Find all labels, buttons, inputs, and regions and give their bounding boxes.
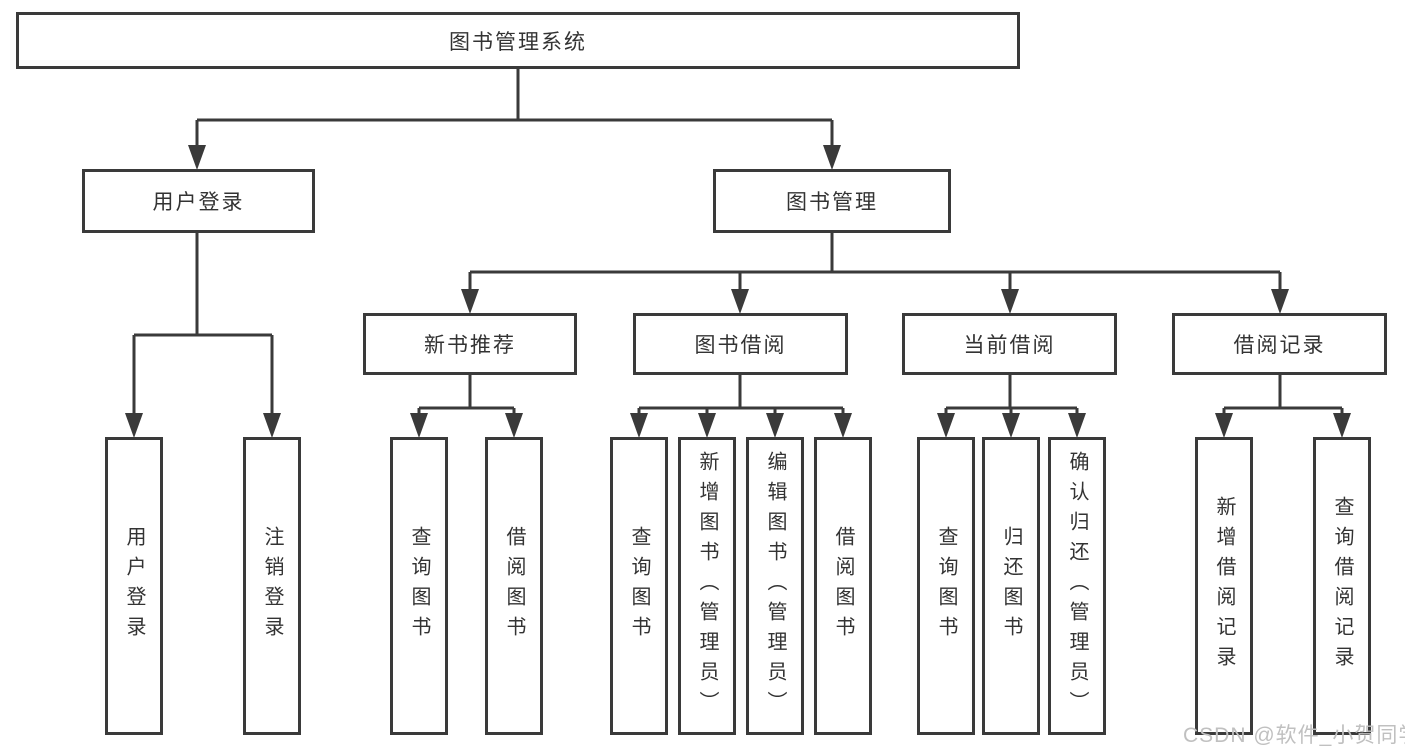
node-book-management: 图书管理: [713, 169, 951, 233]
node-borrowing-records: 借阅记录: [1172, 313, 1387, 375]
node-label: 图书管理系统: [449, 30, 587, 54]
node-label: 借阅图书: [832, 526, 854, 646]
node-label: 注销登录: [261, 526, 283, 646]
node-user-login: 用户登录: [82, 169, 315, 233]
leaf-add-borrow-record: 新增借阅记录: [1195, 437, 1253, 735]
leaf-edit-books-admin: 编辑图书（管理员）: [746, 437, 804, 735]
node-label: 新增图书（管理员）: [696, 451, 718, 721]
node-label: 归还图书: [1000, 526, 1022, 646]
node-book-borrowing: 图书借阅: [633, 313, 848, 375]
connector-path: [132, 69, 1344, 414]
node-label: 编辑图书（管理员）: [764, 451, 786, 721]
node-label: 图书管理: [786, 191, 878, 214]
node-label: 新增借阅记录: [1213, 496, 1235, 676]
csdn-watermark: CSDN @软件_小贺同学: [1183, 724, 1405, 747]
node-root-library-system: 图书管理系统: [16, 12, 1020, 69]
node-label: 查询图书: [628, 526, 650, 646]
node-label: 新书推荐: [424, 334, 516, 357]
node-label: 查询图书: [935, 526, 957, 646]
leaf-query-borrow-record: 查询借阅记录: [1313, 437, 1371, 735]
leaf-query-books-current: 查询图书: [917, 437, 975, 735]
node-label: 图书借阅: [694, 334, 787, 357]
node-label: 查询图书: [408, 526, 430, 646]
node-label: 借阅图书: [503, 526, 525, 646]
node-label: 查询借阅记录: [1331, 496, 1353, 676]
node-label: 确认归还（管理员）: [1066, 451, 1088, 721]
leaf-query-books-recommend: 查询图书: [390, 437, 448, 735]
node-current-borrowing: 当前借阅: [902, 313, 1117, 375]
leaf-return-books: 归还图书: [982, 437, 1040, 735]
leaf-logout-login: 注销登录: [243, 437, 301, 735]
leaf-borrow-books: 借阅图书: [814, 437, 872, 735]
leaf-query-books-borrow: 查询图书: [610, 437, 668, 735]
node-label: 当前借阅: [963, 334, 1056, 357]
leaf-add-books-admin: 新增图书（管理员）: [678, 437, 736, 735]
node-label: 借阅记录: [1233, 334, 1326, 357]
leaf-confirm-return-admin: 确认归还（管理员）: [1048, 437, 1106, 735]
node-label: 用户登录: [123, 526, 145, 646]
arrowheads: [125, 145, 1351, 438]
node-label: 用户登录: [152, 191, 245, 214]
node-new-book-recommend: 新书推荐: [363, 313, 577, 375]
leaf-user-login: 用户登录: [105, 437, 163, 735]
leaf-borrow-books-recommend: 借阅图书: [485, 437, 543, 735]
